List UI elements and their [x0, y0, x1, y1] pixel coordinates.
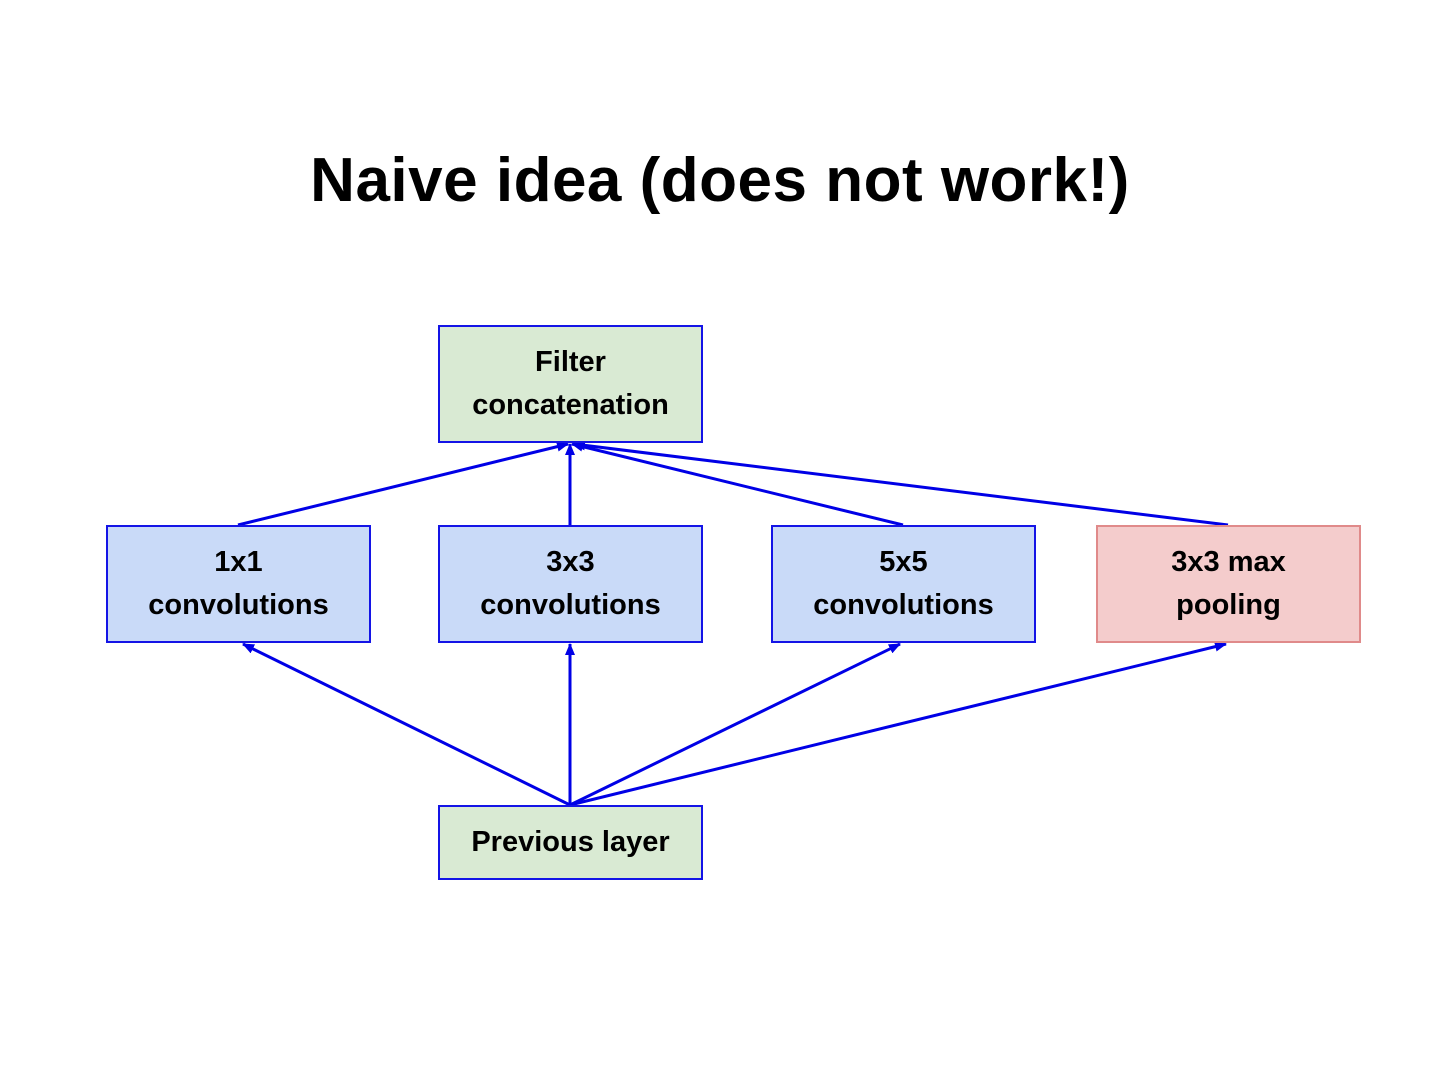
arrow-maxpool-to-concat	[573, 440, 1229, 527]
conv-5x5-box: 5x5 convolutions	[771, 525, 1036, 643]
max-pooling-box: 3x3 max pooling	[1096, 525, 1361, 643]
filter-concatenation-label: Filter concatenation	[472, 346, 669, 421]
arrow-previous-to-conv1x1	[242, 642, 571, 807]
conv-5x5-label: 5x5 convolutions	[813, 546, 994, 621]
arrow-conv1x1-to-concat	[237, 441, 569, 527]
page-title: Naive idea (does not work!)	[310, 146, 1130, 215]
previous-layer-box: Previous layer	[438, 805, 703, 880]
arrow-previous-to-conv5x5	[569, 642, 901, 807]
conv-1x1-label: 1x1 convolutions	[148, 546, 329, 621]
conv-3x3-box: 3x3 convolutions	[438, 525, 703, 643]
previous-layer-label: Previous layer	[471, 826, 670, 858]
conv-1x1-box: 1x1 convolutions	[106, 525, 371, 643]
filter-concatenation-box: Filter concatenation	[438, 325, 703, 443]
max-pooling-label: 3x3 max pooling	[1171, 546, 1286, 621]
arrow-conv5x5-to-concat	[571, 441, 904, 527]
arrow-previous-to-maxpool	[569, 641, 1227, 807]
conv-3x3-label: 3x3 convolutions	[480, 546, 661, 621]
